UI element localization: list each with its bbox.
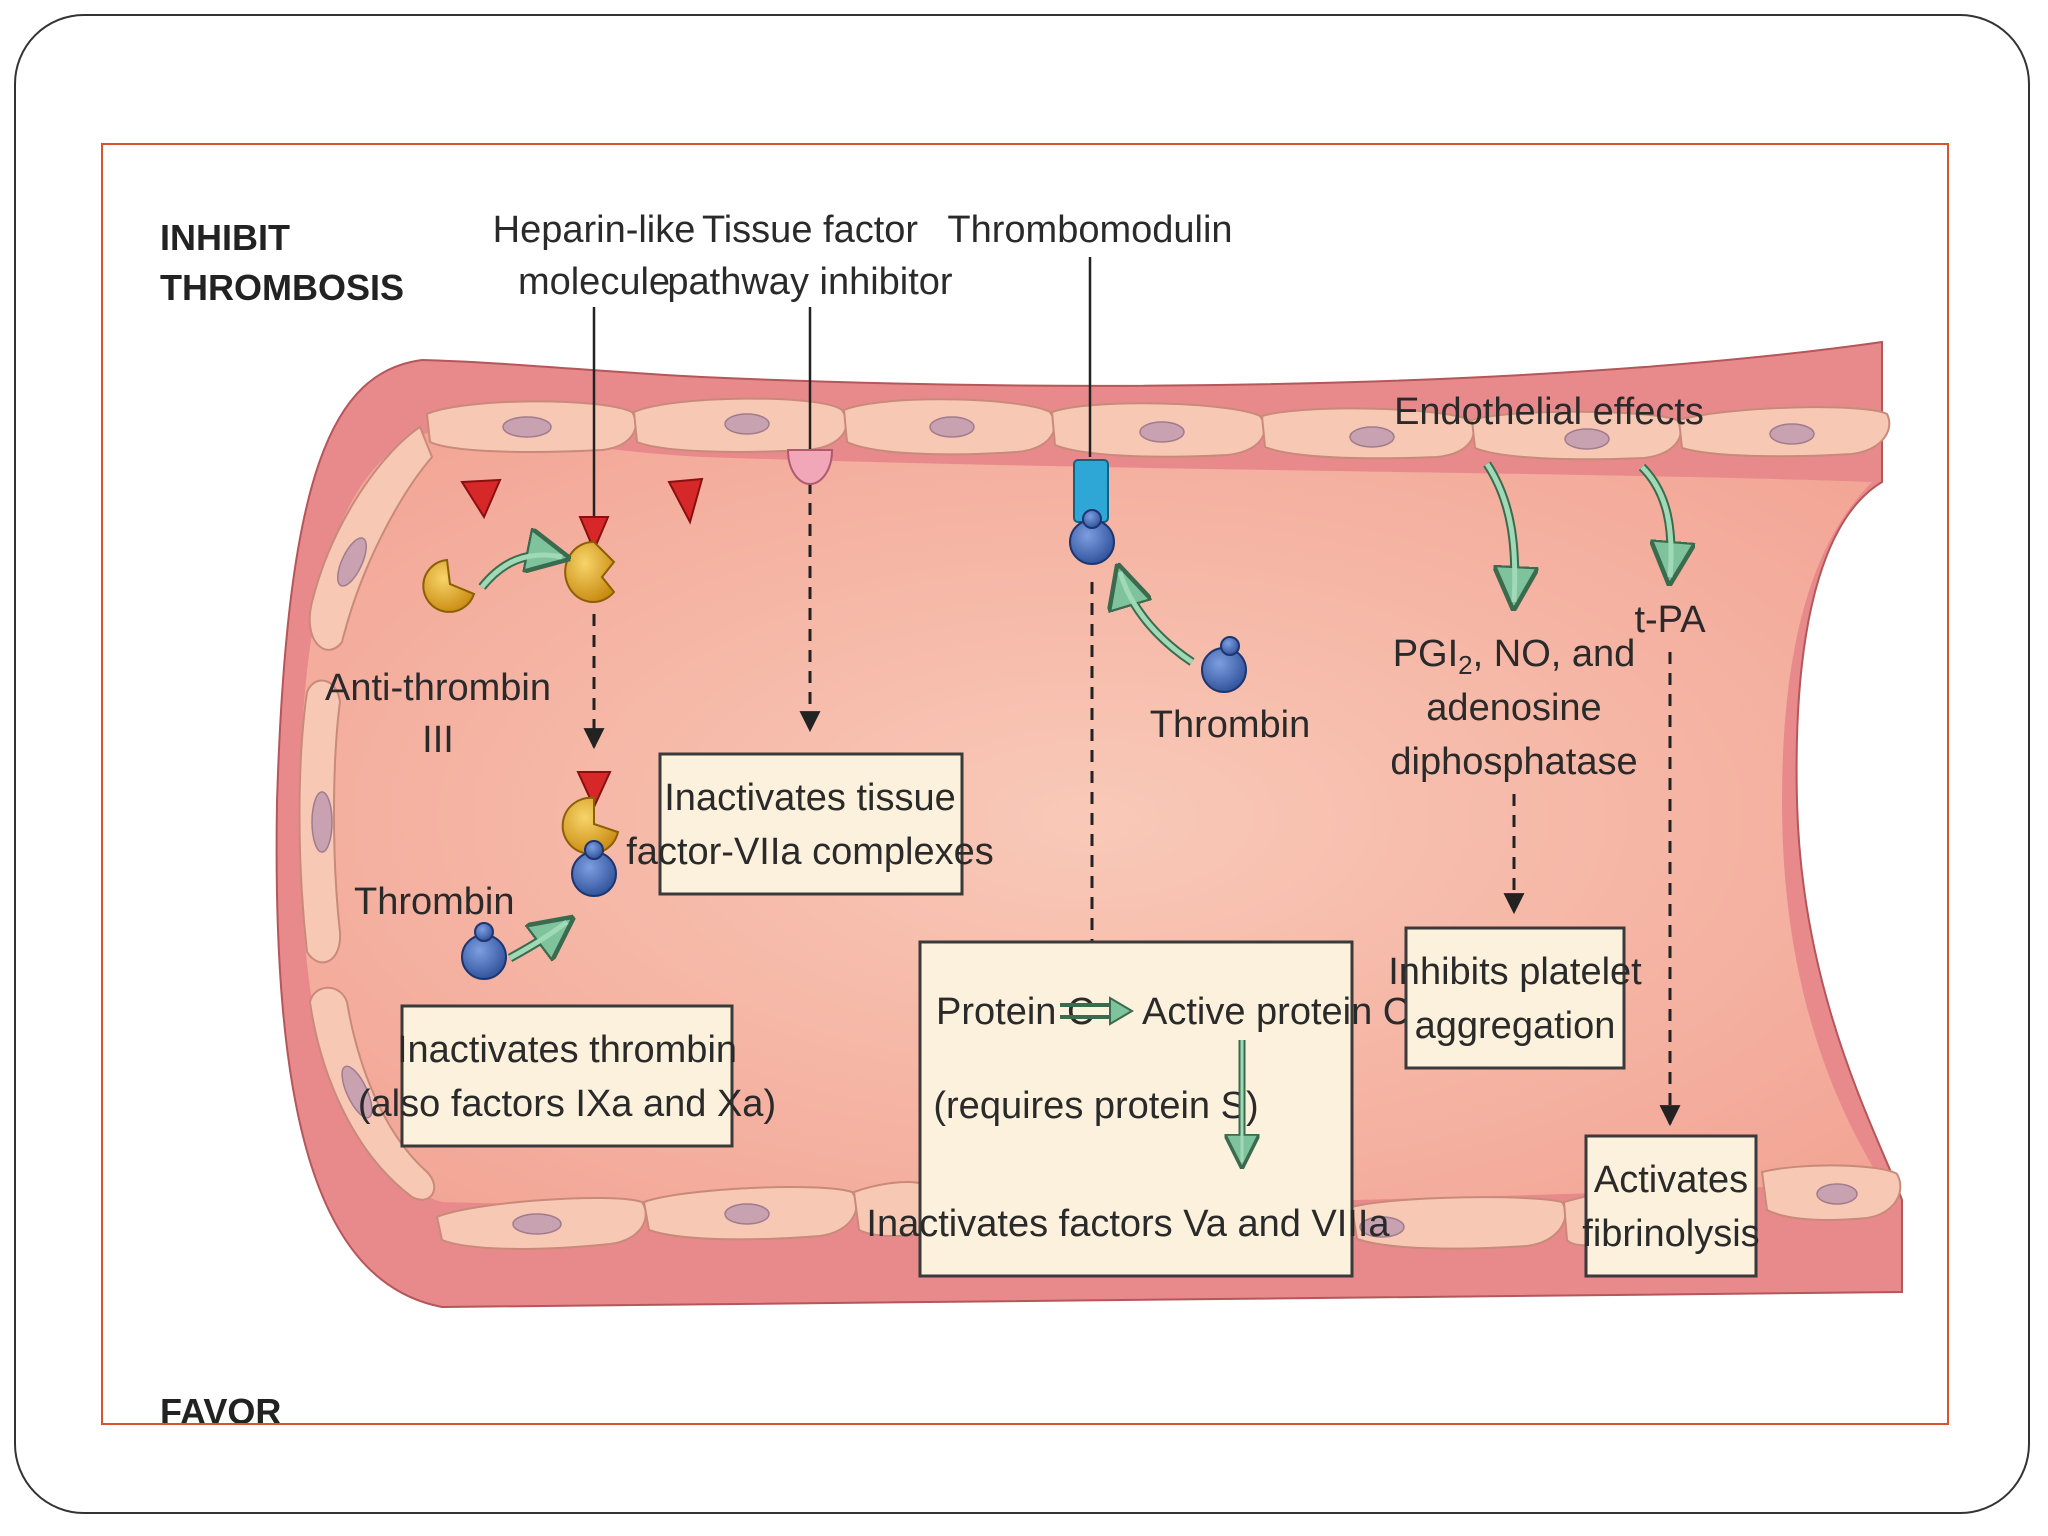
label-tfpi-1: Tissue factor bbox=[702, 209, 918, 251]
header-line1: INHIBIT bbox=[160, 217, 290, 258]
figure-frame: INHIBIT THROMBOSIS FAVOR Heparin-like mo… bbox=[101, 143, 1949, 1425]
tfpi-icon bbox=[786, 449, 834, 486]
label-thrombin-left: Thrombin bbox=[354, 881, 515, 923]
antithrombin-icon bbox=[422, 558, 476, 613]
label-heparin-2: molecule bbox=[518, 261, 670, 303]
endothelial-nuclei-top bbox=[502, 413, 1815, 450]
label-thrombomodulin: Thrombomodulin bbox=[947, 209, 1232, 251]
box-fibrinolysis: Activates fibrinolysis bbox=[1582, 1134, 1760, 1278]
label-pgi-2: adenosine bbox=[1426, 687, 1601, 729]
conversion-arrow bbox=[1060, 1003, 1114, 1019]
antithrombin-icon bbox=[564, 540, 616, 603]
box-tissue-factor: Inactivates tissue factor-VIIa complexes bbox=[626, 752, 994, 896]
endothelial-cells-bottom bbox=[435, 1164, 1902, 1250]
box-thrombin-line1: Inactivates thrombin bbox=[397, 1029, 737, 1071]
thrombin-icon bbox=[461, 922, 507, 980]
label-antithrombin-1: Anti-thrombin bbox=[325, 667, 551, 709]
box-fibrinolysis-line1: Activates bbox=[1594, 1159, 1748, 1201]
box-tissue-factor-line1: Inactivates tissue bbox=[664, 777, 955, 819]
thrombin-icon bbox=[571, 840, 617, 897]
box-protein-c: Protein C Active protein C (requires pro… bbox=[866, 940, 1410, 1278]
box-fibrinolysis-line2: fibrinolysis bbox=[1582, 1213, 1759, 1255]
endothelial-nuclei-bottom bbox=[512, 1183, 1858, 1238]
thrombin-icon bbox=[1201, 636, 1247, 693]
thrombin-icon bbox=[1069, 509, 1115, 565]
active-protein-c-label: Active protein C bbox=[1142, 991, 1410, 1033]
box-platelet-line2: aggregation bbox=[1415, 1005, 1616, 1047]
label-endothelial: Endothelial effects bbox=[1394, 391, 1704, 433]
header-line2: THROMBOSIS bbox=[160, 267, 404, 308]
box-platelet: Inhibits platelet aggregation bbox=[1388, 926, 1642, 1070]
endothelial-nuclei-left bbox=[311, 537, 373, 1119]
vessel-diagram: INHIBIT THROMBOSIS FAVOR Heparin-like mo… bbox=[160, 209, 1903, 1423]
box-thrombin: Inactivates thrombin (also factors IXa a… bbox=[358, 1004, 776, 1148]
antithrombin-icon bbox=[561, 796, 620, 855]
label-thrombin-mid: Thrombin bbox=[1150, 704, 1311, 746]
label-pgi: PGI2, NO, and bbox=[1393, 633, 1636, 680]
label-tpa: t-PA bbox=[1634, 599, 1706, 641]
protein-c-label: Protein C bbox=[936, 991, 1094, 1033]
box-platelet-line1: Inhibits platelet bbox=[1388, 951, 1642, 993]
box-tissue-factor-line2: factor-VIIa complexes bbox=[626, 831, 993, 873]
label-pgi-3: diphosphatase bbox=[1390, 741, 1637, 783]
label-tfpi-2: pathway inhibitor bbox=[667, 261, 953, 303]
label-antithrombin-2: III bbox=[422, 719, 454, 761]
heparin-triangle-icon bbox=[460, 477, 704, 810]
box-thrombin-line2: (also factors IXa and Xa) bbox=[358, 1083, 776, 1125]
footer-label: FAVOR bbox=[160, 1391, 281, 1423]
endothelial-cells-top bbox=[425, 397, 1891, 461]
requires-protein-s-label: (requires protein S) bbox=[933, 1085, 1258, 1127]
inactivates-factors-label: Inactivates factors Va and VIIIa bbox=[866, 1203, 1390, 1245]
label-heparin-1: Heparin-like bbox=[493, 209, 696, 251]
